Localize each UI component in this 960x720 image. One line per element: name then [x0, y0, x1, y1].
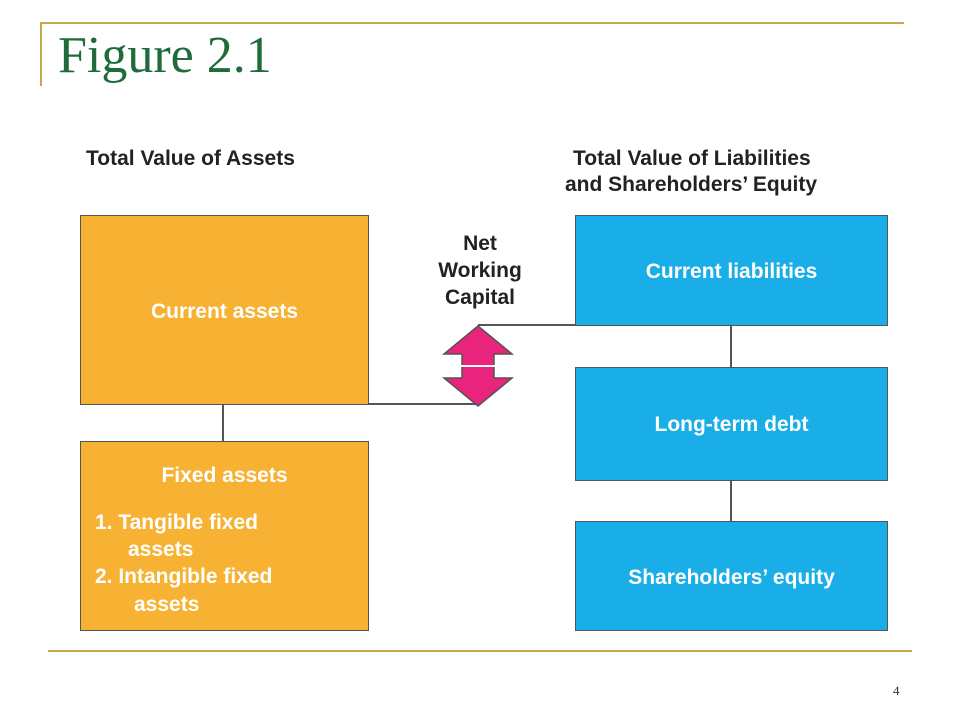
fixed-assets-item1-line1: 1. Tangible fixed	[95, 511, 258, 534]
fixed-assets-box: Fixed assets 1. Tangible fixed assets 2.…	[80, 441, 369, 631]
current-assets-box: Current assets	[80, 215, 369, 405]
fixed-assets-title: Fixed assets	[161, 464, 288, 487]
net-working-capital-label: Net Working Capital	[438, 232, 522, 309]
assets-vertical-connector	[222, 404, 224, 442]
liabilities-vertical-connector-1	[730, 325, 732, 367]
fixed-assets-item1-line2: assets	[128, 538, 194, 561]
slide-title: Figure 2.1	[58, 27, 272, 84]
current-assets-label: Current assets	[150, 300, 299, 323]
liabilities-heading-line1: Total Value of Liabilities	[573, 147, 811, 170]
long-term-debt-box: Long-term debt	[575, 367, 888, 481]
fixed-assets-item2-line2: assets	[134, 593, 200, 616]
liabilities-vertical-connector-2	[730, 480, 732, 521]
page-number: 4	[893, 683, 900, 698]
bottom-rule	[48, 650, 912, 652]
shareholders-equity-label: Shareholders’ equity	[628, 566, 835, 589]
top-rule	[40, 22, 904, 24]
assets-heading: Total Value of Assets	[86, 147, 295, 170]
double-arrow-icon	[441, 325, 515, 407]
liabilities-heading-line2: and Shareholders’ Equity	[565, 173, 818, 196]
current-liabilities-label: Current liabilities	[645, 260, 818, 283]
fixed-assets-item2-line1: 2. Intangible fixed	[95, 565, 273, 588]
long-term-debt-label: Long-term debt	[654, 413, 809, 436]
current-liabilities-box: Current liabilities	[575, 215, 888, 326]
assets-horizontal-connector	[368, 403, 478, 405]
left-rule	[40, 22, 42, 86]
liabilities-horizontal-connector	[478, 324, 576, 326]
shareholders-equity-box: Shareholders’ equity	[575, 521, 888, 631]
